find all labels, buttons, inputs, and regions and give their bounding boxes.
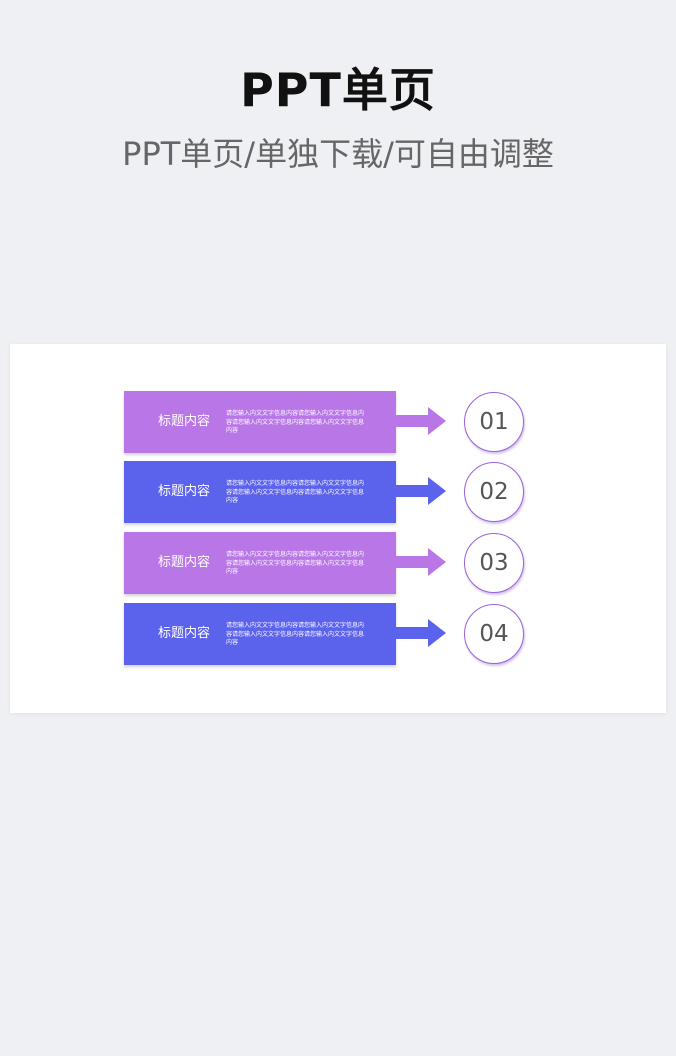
list-item: 标题内容 请您输入内文文字信息内容请您输入内文文字信息内容请您输入内文文字信息内… [124, 532, 524, 594]
page-title: PPT单页 [240, 63, 436, 117]
step-number-circle: 01 [464, 392, 524, 452]
bar-title: 标题内容 [157, 414, 210, 429]
arrow-right-icon [394, 617, 446, 649]
slide-canvas: 标题内容 请您输入内文文字信息内容请您输入内文文字信息内容请您输入内文文字信息内… [10, 344, 666, 713]
step-number-circle: 03 [464, 533, 524, 593]
bar-title: 标题内容 [157, 484, 210, 499]
list-item: 标题内容 请您输入内文文字信息内容请您输入内文文字信息内容请您输入内文文字信息内… [124, 461, 524, 523]
bar-description: 请您输入内文文字信息内容请您输入内文文字信息内容请您输入内文文字信息内容请您输入… [226, 480, 365, 504]
list-item: 标题内容 请您输入内文文字信息内容请您输入内文文字信息内容请您输入内文文字信息内… [124, 391, 524, 453]
bar-title: 标题内容 [157, 555, 210, 570]
page-subtitle: PPT单页/单独下载/可自由调整 [122, 135, 554, 173]
step-number-circle: 02 [464, 462, 524, 522]
title-bar: 标题内容 请您输入内文文字信息内容请您输入内文文字信息内容请您输入内文文字信息内… [124, 461, 396, 523]
arrow-right-icon [394, 405, 446, 437]
bar-title: 标题内容 [157, 626, 210, 641]
arrow-right-icon [394, 475, 446, 507]
arrow-right-icon [394, 546, 446, 578]
bar-description: 请您输入内文文字信息内容请您输入内文文字信息内容请您输入内文文字信息内容请您输入… [226, 622, 365, 646]
title-bar: 标题内容 请您输入内文文字信息内容请您输入内文文字信息内容请您输入内文文字信息内… [124, 532, 396, 594]
title-bar: 标题内容 请您输入内文文字信息内容请您输入内文文字信息内容请您输入内文文字信息内… [124, 391, 396, 453]
list-item: 标题内容 请您输入内文文字信息内容请您输入内文文字信息内容请您输入内文文字信息内… [124, 603, 524, 665]
title-bar: 标题内容 请您输入内文文字信息内容请您输入内文文字信息内容请您输入内文文字信息内… [124, 603, 396, 665]
step-number-circle: 04 [464, 604, 524, 664]
bar-description: 请您输入内文文字信息内容请您输入内文文字信息内容请您输入内文文字信息内容请您输入… [226, 410, 365, 434]
bar-description: 请您输入内文文字信息内容请您输入内文文字信息内容请您输入内文文字信息内容请您输入… [226, 551, 365, 575]
